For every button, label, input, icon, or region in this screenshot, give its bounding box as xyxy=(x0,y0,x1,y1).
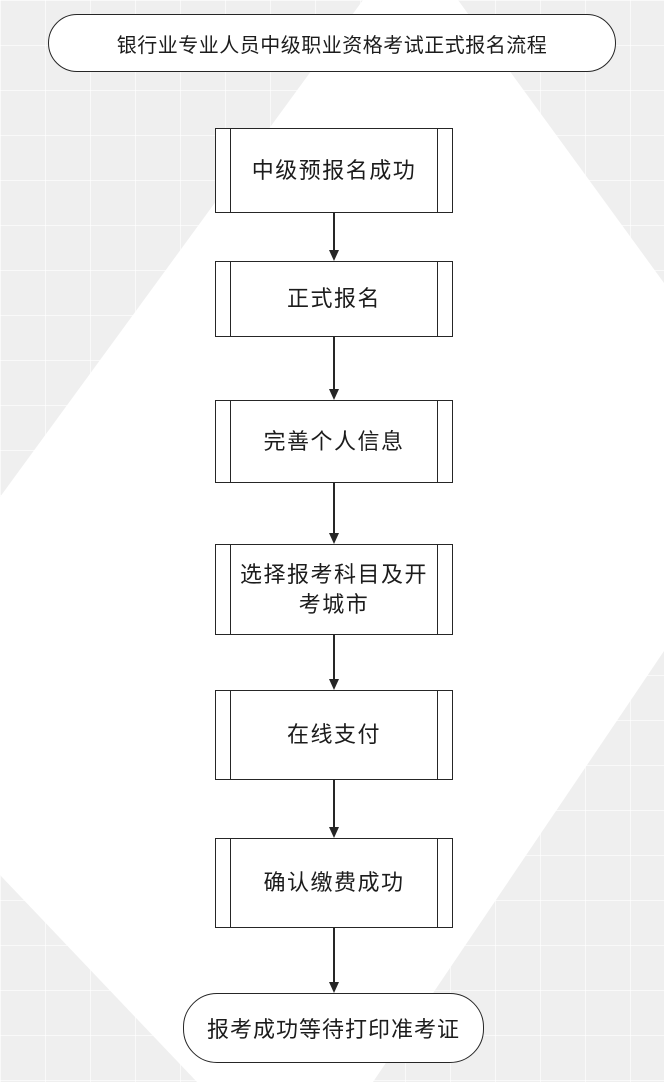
flow-step-6: 确认缴费成功 xyxy=(215,838,453,928)
double-line-right xyxy=(436,691,438,779)
flow-arrow-2 xyxy=(329,337,339,400)
flow-step-2: 正式报名 xyxy=(215,261,453,337)
double-line-left xyxy=(230,401,232,482)
double-line-left xyxy=(230,545,232,634)
arrow-shaft xyxy=(333,635,335,683)
flow-title-label: 银行业专业人员中级职业资格考试正式报名流程 xyxy=(116,34,548,57)
double-line-right xyxy=(436,262,438,336)
arrow-shaft xyxy=(333,213,335,254)
flow-title: 银行业专业人员中级职业资格考试正式报名流程 xyxy=(48,14,616,72)
arrowhead-icon xyxy=(329,389,339,400)
arrowhead-icon xyxy=(329,982,339,993)
flow-step-label: 完善个人信息 xyxy=(263,428,405,454)
flow-arrow-5 xyxy=(329,780,339,838)
double-line-left xyxy=(230,839,232,927)
double-line-right xyxy=(436,401,438,482)
flow-step-5: 在线支付 xyxy=(215,690,453,780)
arrow-shaft xyxy=(333,337,335,393)
arrow-shaft xyxy=(333,928,335,986)
arrowhead-icon xyxy=(329,679,339,690)
flow-arrow-1 xyxy=(329,213,339,261)
arrow-shaft xyxy=(333,483,335,537)
flow-step-1: 中级预报名成功 xyxy=(215,128,453,213)
arrowhead-icon xyxy=(329,250,339,261)
arrow-shaft xyxy=(333,780,335,831)
flow-step-label: 正式报名 xyxy=(286,286,381,312)
double-line-left xyxy=(230,691,232,779)
double-line-right xyxy=(436,545,438,634)
flow-step-label: 中级预报名成功 xyxy=(251,157,417,183)
flow-arrow-3 xyxy=(329,483,339,544)
flow-step-label: 在线支付 xyxy=(286,722,381,748)
flow-terminal-label: 报考成功等待打印准考证 xyxy=(206,1017,460,1042)
double-line-right xyxy=(436,129,438,212)
arrowhead-icon xyxy=(329,827,339,838)
double-line-left xyxy=(230,262,232,336)
arrowhead-icon xyxy=(329,533,339,544)
flow-step-3: 完善个人信息 xyxy=(215,400,453,483)
flow-arrow-4 xyxy=(329,635,339,690)
flow-arrow-6 xyxy=(329,928,339,993)
flow-step-4: 选择报考科目及开考城市 xyxy=(215,544,453,635)
double-line-right xyxy=(436,839,438,927)
flow-step-label: 确认缴费成功 xyxy=(263,870,405,896)
double-line-left xyxy=(230,129,232,212)
flow-terminal: 报考成功等待打印准考证 xyxy=(183,993,484,1063)
flow-step-label: 选择报考科目及开考城市 xyxy=(239,562,428,617)
